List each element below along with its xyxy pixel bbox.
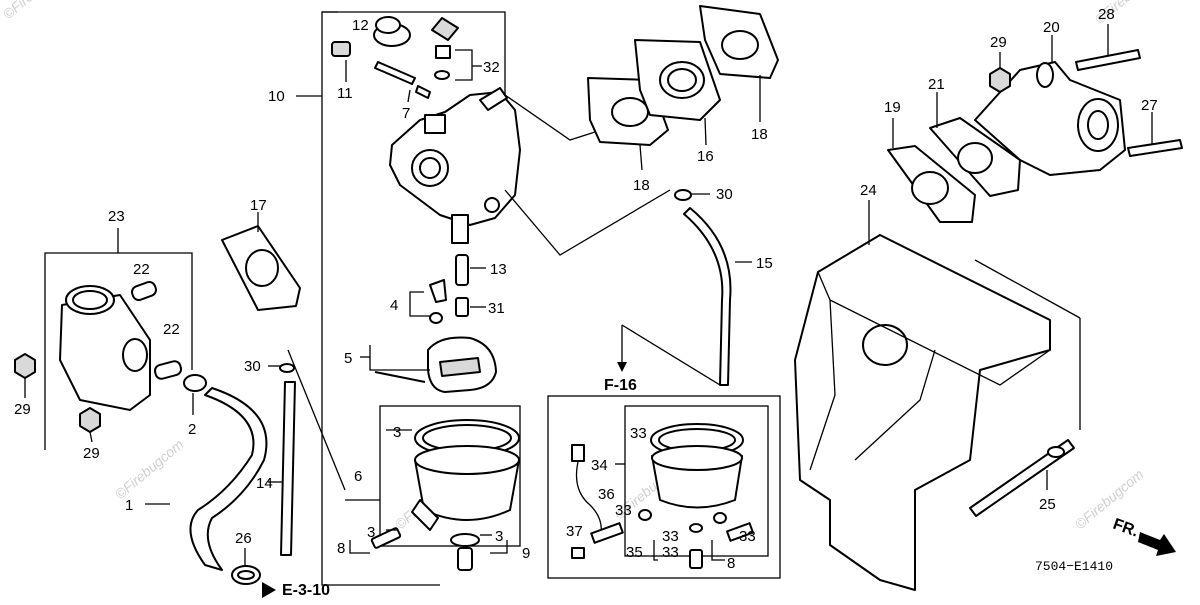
callout-25: 25: [1039, 496, 1056, 513]
nut-29-left: [14, 353, 36, 398]
callout-14: 14: [256, 475, 273, 492]
callout-13: 13: [490, 261, 507, 278]
callout-26: 26: [235, 530, 252, 547]
callout-29: 29: [990, 34, 1007, 51]
callout-30: 30: [716, 186, 733, 203]
manifold-21: [929, 92, 1021, 197]
float-chamber-variant-box: [547, 324, 781, 579]
gasket-17: [221, 212, 301, 311]
callout-7: 7: [402, 105, 410, 122]
callout-5: 5: [344, 350, 352, 367]
callout-21: 21: [928, 76, 945, 93]
gasket-19: [887, 118, 976, 223]
callout-29: 29: [14, 401, 31, 418]
watermark-text: ©Firebugcom: [112, 436, 187, 503]
callout-20: 20: [1043, 19, 1060, 36]
callout-8: 8: [337, 540, 345, 557]
callout-24: 24: [860, 182, 877, 199]
shroud-24: [794, 200, 1081, 591]
callout-30: 30: [244, 358, 261, 375]
callout-33: 33: [662, 528, 679, 545]
nut-29-right: [989, 52, 1011, 93]
gasket-18-right: [699, 5, 779, 122]
clamp-26: [231, 548, 261, 585]
manifold-20: [974, 35, 1126, 176]
callout-9: 9: [522, 545, 530, 562]
tube-14: [268, 381, 296, 556]
callout-1: 1: [125, 497, 133, 514]
callout-37: 37: [566, 523, 583, 540]
drawing-code: 7504−E1410: [1035, 559, 1113, 574]
callout-18: 18: [633, 177, 650, 194]
callout-34: 34: [591, 457, 608, 474]
pilot-screw-7: [374, 61, 431, 103]
callout-3: 3: [495, 528, 503, 545]
stud-27: [1127, 112, 1183, 157]
screw-11: [331, 41, 351, 82]
callout-16: 16: [697, 148, 714, 165]
callout-12: 12: [352, 17, 369, 34]
callout-3: 3: [367, 524, 375, 541]
stud-28: [1075, 24, 1141, 71]
float-valve-4: [409, 279, 447, 324]
main-jet-13: [455, 254, 486, 286]
callout-4: 4: [390, 297, 398, 314]
callout-33: 33: [630, 425, 647, 442]
arrow-icon: [262, 582, 276, 598]
callout-19: 19: [884, 99, 901, 116]
fuel-tube-15: [683, 207, 752, 386]
watermark-text: ©Firebugcom: [0, 0, 75, 22]
callout-32: 32: [483, 59, 500, 76]
insulator-16: [634, 39, 721, 146]
callout-17: 17: [250, 197, 267, 214]
callout-3: 3: [393, 424, 401, 441]
callout-8: 8: [727, 555, 735, 572]
float-chamber-6: [345, 405, 521, 571]
clip-30-upper: [674, 189, 710, 201]
carburetor-body: [389, 87, 671, 256]
callout-31: 31: [488, 300, 505, 317]
callout-18: 18: [751, 126, 768, 143]
callout-11: 11: [337, 85, 353, 102]
nut-29-lower: [79, 407, 101, 443]
callout-33: 33: [662, 544, 679, 561]
callout-15: 15: [756, 255, 773, 272]
callout-23: 23: [108, 208, 125, 225]
callout-36: 36: [598, 486, 615, 503]
reference-f16: F-16: [604, 377, 637, 394]
callout-22: 22: [163, 321, 180, 338]
float-5: [360, 336, 497, 393]
drain-bolt-group: [349, 429, 508, 554]
clamp-2: [183, 374, 207, 415]
callout-2: 2: [188, 421, 196, 438]
callout-27: 27: [1141, 97, 1158, 114]
forward-arrow-icon: [1138, 532, 1176, 556]
callout-28: 28: [1098, 6, 1115, 23]
joint-23: [44, 228, 193, 450]
callout-33: 33: [615, 502, 632, 519]
callout-22: 22: [133, 261, 150, 278]
callout-33: 33: [739, 528, 756, 545]
forward-label: FR.: [1111, 516, 1141, 541]
cap-12: [373, 16, 459, 47]
stud-25: [969, 439, 1075, 517]
spring-31: [455, 297, 486, 317]
hose-1: [145, 387, 268, 571]
callout-10: 10: [268, 88, 285, 105]
callout-6: 6: [354, 468, 362, 485]
carburetor-assembly-frame: [296, 11, 506, 586]
callout-35: 35: [626, 544, 643, 561]
reference-e310: E-3-10: [282, 582, 330, 599]
screw-32: [434, 45, 482, 81]
clip-30-left: [268, 349, 346, 491]
callout-29: 29: [83, 445, 100, 462]
callout-labels: 1 2 3 3 3 4 5 6 7 8 8 9 10 11 12 13 14 1…: [14, 6, 1158, 572]
